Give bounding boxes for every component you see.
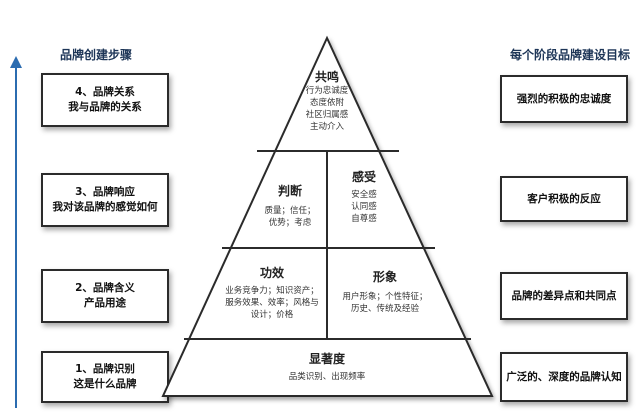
step-title: 1、品牌识别 <box>75 363 135 375</box>
step-brand-relationships: 4、品牌关系 我与品牌的关系 <box>41 73 169 127</box>
imagery-line: 用户形象；个性特征； <box>342 292 428 302</box>
goal-loyalty: 强烈的积极的忠诚度 <box>500 75 628 123</box>
goal-differences: 品牌的差异点和共同点 <box>500 272 628 320</box>
imagery-title: 形象 <box>372 270 398 284</box>
step-subtitle: 我与品牌的关系 <box>68 101 142 113</box>
step-subtitle: 我对该品牌的感觉如何 <box>52 201 158 213</box>
feelings-line: 自尊感 <box>351 214 377 224</box>
goal-text: 品牌的差异点和共同点 <box>511 289 617 302</box>
step-title: 3、品牌响应 <box>75 186 135 198</box>
step-title: 2、品牌含义 <box>75 282 135 294</box>
feelings-block: 感受 安全感 认同感 自尊感 <box>351 168 377 225</box>
step-subtitle: 产品用途 <box>84 297 126 309</box>
step-brand-meaning: 2、品牌含义 产品用途 <box>41 269 169 323</box>
imagery-block: 形象 用户形象；个性特征； 历史、传统及经验 <box>342 268 427 315</box>
goal-text: 客户积极的反应 <box>527 192 601 205</box>
resonance-line: 行为忠诚度 <box>305 86 349 96</box>
salience-line: 品类识别、出现频率 <box>288 372 366 382</box>
performance-title: 功效 <box>259 266 285 280</box>
right-heading: 每个阶段品牌建设目标 <box>509 48 630 62</box>
performance-line: 服务效果、效率；风格与 <box>225 298 319 308</box>
goal-text: 广泛的、深度的品牌认知 <box>506 370 622 383</box>
step-subtitle: 这是什么品牌 <box>73 378 137 390</box>
step-brand-responses: 3、品牌响应 我对该品牌的感觉如何 <box>41 173 169 227</box>
judgments-title: 判断 <box>277 184 303 198</box>
performance-line: 设计；价格 <box>250 310 294 320</box>
performance-line: 业务竞争力；知识资产； <box>225 286 319 296</box>
salience-title: 显著度 <box>308 352 346 366</box>
step-brand-identity: 1、品牌识别 这是什么品牌 <box>41 351 169 403</box>
feelings-line: 安全感 <box>351 190 377 200</box>
feelings-title: 感受 <box>351 170 377 184</box>
resonance-block: 共鸣 行为忠诚度 态度依附 社区归属感 主动介入 <box>306 68 349 133</box>
judgments-line: 质量；信任； <box>264 206 316 216</box>
judgments-line: 优势；考虑 <box>268 218 312 228</box>
goal-positive-reaction: 客户积极的反应 <box>500 176 628 222</box>
feelings-line: 认同感 <box>351 202 377 212</box>
performance-block: 功效 业务竞争力；知识资产； 服务效果、效率；风格与 设计；价格 <box>225 264 319 321</box>
imagery-line: 历史、传统及经验 <box>350 304 420 314</box>
resonance-line: 社区归属感 <box>305 110 349 120</box>
resonance-title: 共鸣 <box>314 70 340 84</box>
goal-text: 强烈的积极的忠诚度 <box>516 92 612 105</box>
resonance-line: 态度依附 <box>309 98 345 108</box>
step-title: 4、品牌关系 <box>75 86 135 98</box>
resonance-line: 主动介入 <box>309 122 345 132</box>
goal-awareness: 广泛的、深度的品牌认知 <box>500 352 628 402</box>
up-arrow-icon <box>10 56 22 408</box>
left-heading: 品牌创建步骤 <box>60 48 133 62</box>
salience-block: 显著度 品类识别、出现频率 <box>289 350 366 383</box>
judgments-block: 判断 质量；信任； 优势；考虑 <box>264 182 315 229</box>
